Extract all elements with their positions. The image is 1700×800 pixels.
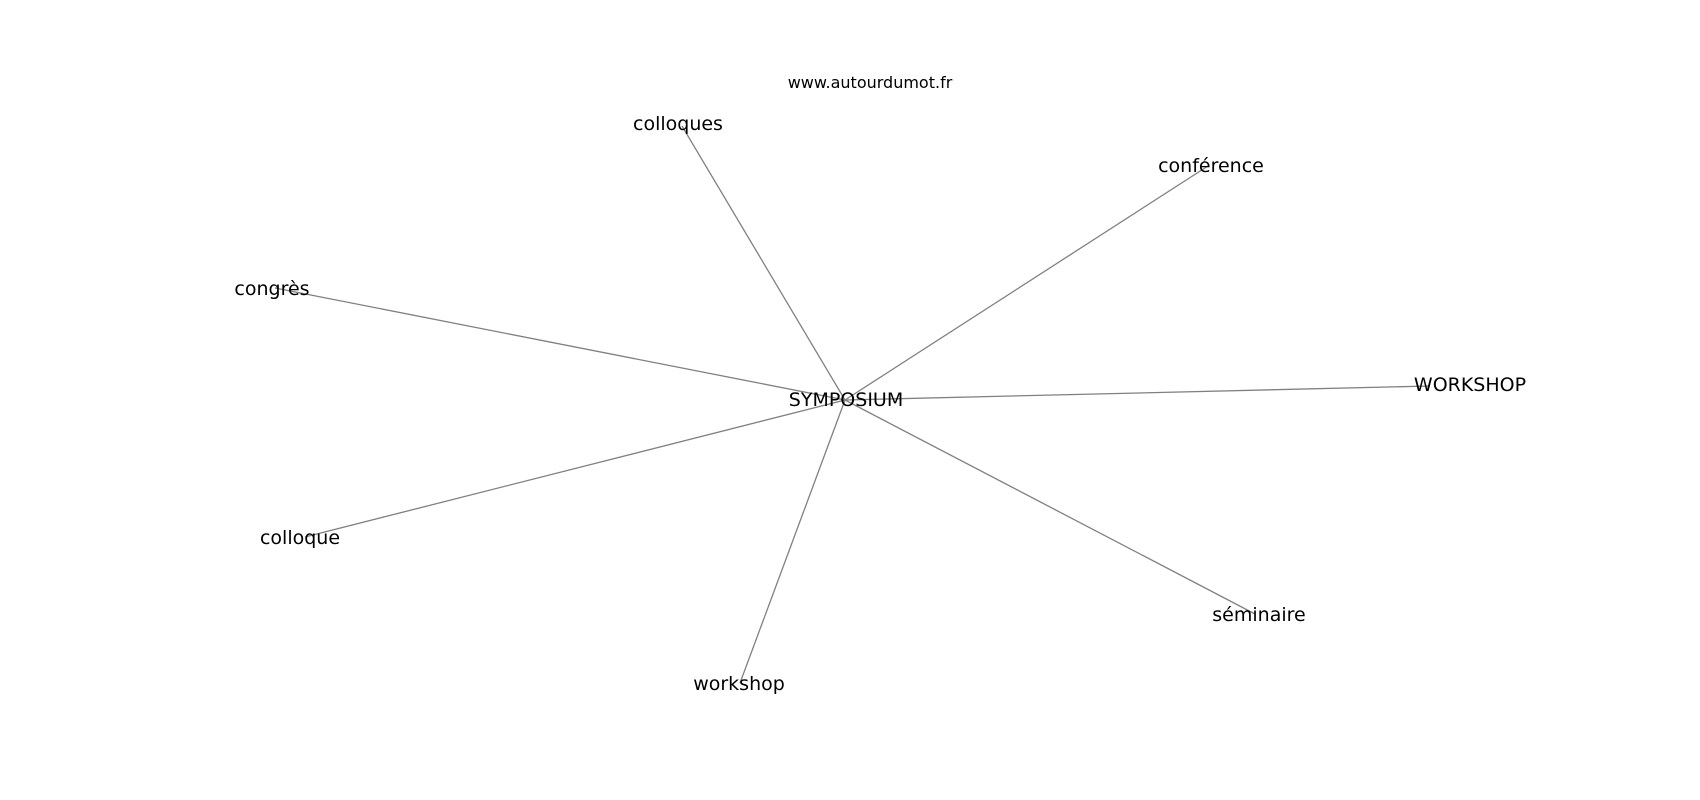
edge-workshop [739, 399, 846, 684]
edge-colloques [681, 125, 846, 401]
edge-workshop-upper [844, 385, 1431, 401]
edge-congres [274, 287, 846, 401]
node-labels: colloques conférence congrès WORKSHOP co… [234, 113, 1526, 695]
node-label-workshop-upper: WORKSHOP [1414, 374, 1526, 396]
edges [274, 125, 1431, 684]
node-label-conference: conférence [1158, 155, 1264, 177]
source-watermark: www.autourdumot.fr [788, 73, 953, 92]
node-label-colloque: colloque [260, 527, 340, 549]
node-label-colloques: colloques [633, 113, 723, 135]
node-label-symposium: SYMPOSIUM [789, 389, 903, 411]
node-label-congres: congrès [234, 278, 309, 300]
edge-colloque [304, 399, 846, 538]
node-label-workshop: workshop [693, 673, 785, 695]
edge-seminaire [844, 399, 1256, 615]
edge-conference [844, 165, 1209, 401]
node-label-seminaire: séminaire [1212, 604, 1305, 626]
